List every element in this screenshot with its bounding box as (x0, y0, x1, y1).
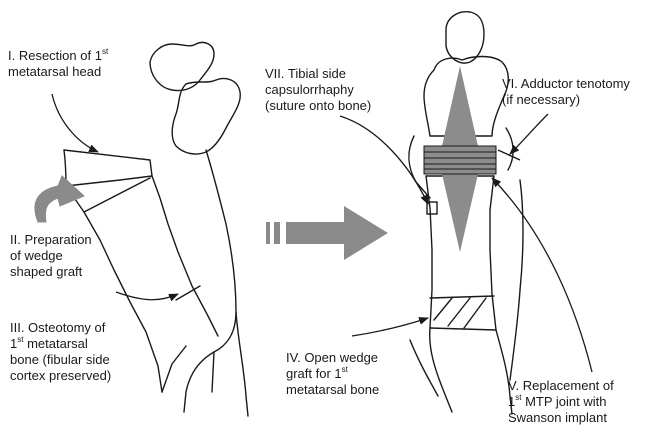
step2-line2-text: of wedge (10, 248, 63, 263)
tenotomy-cut (498, 150, 520, 160)
step4-line1-text: IV. Open wedge (286, 350, 378, 365)
step4-line2-text: graft for 1 (286, 366, 342, 381)
step7-line2-text: capsulorrhaphy (265, 82, 354, 97)
step7-line3-text: (suture onto bone) (265, 98, 371, 113)
step2-line3-text: shaped graft (10, 264, 82, 279)
step5-line3-text: Swanson implant (508, 410, 607, 425)
step4-line3-text: metatarsal bone (286, 382, 379, 397)
step5-line2b-text: MTP joint with (521, 394, 606, 409)
step2-line1-text: II. Preparation (10, 232, 92, 247)
step1-line1-text: I. Resection of 1 (8, 48, 102, 63)
leader-step6 (510, 114, 548, 154)
label-step5: V. Replacement of 1st MTP joint with Swa… (508, 378, 614, 426)
step3-line1-text: III. Osteotomy of (10, 320, 105, 335)
leader-step1 (52, 94, 98, 152)
label-step1: I. Resection of 1st metatarsal head (8, 48, 108, 80)
label-step2: II. Preparation of wedge shaped graft (10, 232, 92, 280)
step5-line1-text: V. Replacement of (508, 378, 614, 393)
step1-line2-text: metatarsal head (8, 64, 101, 79)
step3-line2b-text: metatarsal (23, 336, 87, 351)
label-step6: VI. Adductor tenotomy (if necessary) (502, 76, 630, 108)
progression-arrow (266, 206, 388, 260)
step1-sup: st (102, 47, 108, 56)
step4-sup: st (342, 365, 348, 374)
step3-line4-text: cortex preserved) (10, 368, 111, 383)
step7-line1-text: VII. Tibial side (265, 66, 346, 81)
curved-graft-arrow (35, 176, 84, 222)
leader-step5 (492, 178, 592, 372)
leader-step4 (352, 318, 428, 336)
label-step3: III. Osteotomy of 1st metatarsal bone (f… (10, 320, 111, 384)
step6-line2-text: (if necessary) (502, 92, 580, 107)
label-step4: IV. Open wedge graft for 1st metatarsal … (286, 350, 379, 398)
suture-anchor (427, 202, 437, 214)
swanson-implant (424, 66, 496, 252)
leader-step7 (340, 116, 428, 204)
step6-line1-text: VI. Adductor tenotomy (502, 76, 630, 91)
label-step7: VII. Tibial side capsulorrhaphy (suture … (265, 66, 371, 114)
step3-line3-text: bone (fibular side (10, 352, 110, 367)
